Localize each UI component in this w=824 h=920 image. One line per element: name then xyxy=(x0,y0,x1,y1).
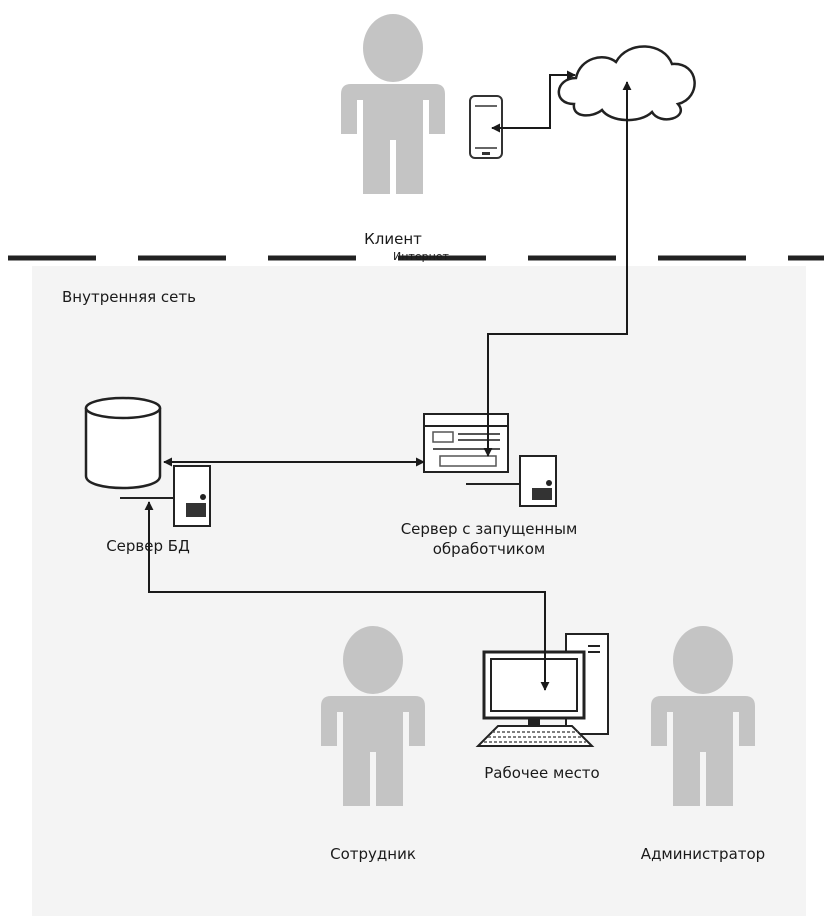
connector-db-workstation xyxy=(144,501,550,691)
internal-network-title: Внутренняя сеть xyxy=(62,288,196,306)
database-icon xyxy=(84,396,162,490)
handler-server-icon xyxy=(466,455,557,507)
client-person-icon xyxy=(341,14,445,194)
employee-label: Сотрудник xyxy=(330,845,416,863)
db-server-label: Сервер БД xyxy=(106,537,190,555)
handler-server-label: Сервер с запущенным обработчиком xyxy=(400,520,578,558)
workstation-label: Рабочее место xyxy=(484,764,600,782)
internet-label: Интернет xyxy=(393,250,449,263)
client-label: Клиент xyxy=(364,230,422,248)
connector-cloud-handler xyxy=(483,81,632,457)
browser-window-icon xyxy=(423,413,509,473)
admin-label: Администратор xyxy=(640,845,766,863)
desktop-computer-icon xyxy=(475,633,609,747)
